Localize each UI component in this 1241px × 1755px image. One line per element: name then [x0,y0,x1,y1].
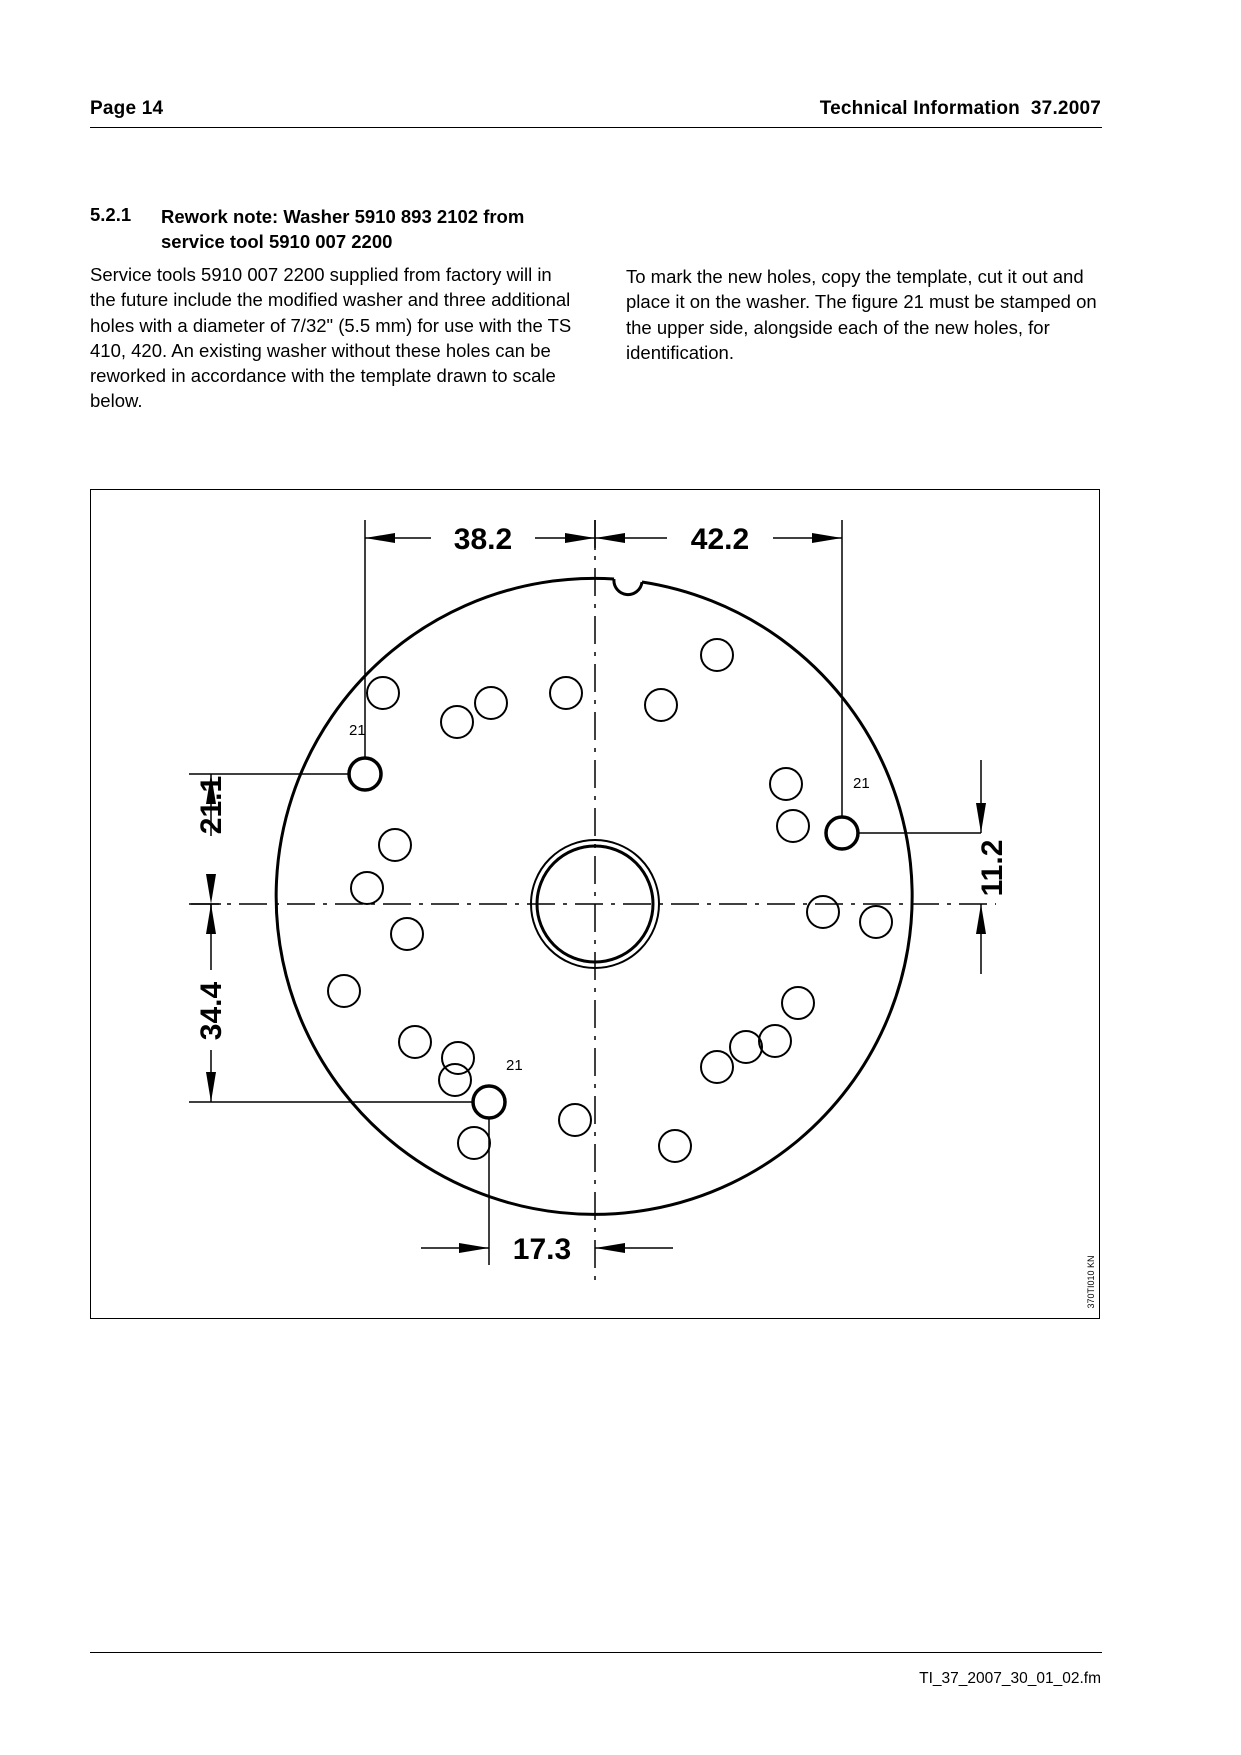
page-header-left: Page 14 [90,98,164,119]
extension-lines [189,520,981,1265]
existing-holes [327,638,893,1163]
new-hole-upper-left [347,756,383,792]
dim-21-1: 21.1 [195,776,228,834]
section-title: Rework note: Washer 5910 893 2102 from s… [161,206,525,252]
dim-34-4: 34.4 [195,981,228,1040]
section-number: 5.2.1 [90,204,132,225]
dim-11-2: 11.2 [976,840,1009,897]
header-rule [90,127,1102,128]
washer-outline [274,576,914,1216]
body-text-left: Service tools 5910 007 2200 supplied fro… [90,264,572,412]
page-header-right: Technical Information 37.2007 [819,98,1101,119]
dim-38-2: 38.2 [454,523,512,556]
washer-template-figure: 38.2 42.2 21.1 34.4 11.2 17.3 21 21 21 3… [90,489,1100,1319]
footer-filename: TI_37_2007_30_01_02.fm [919,1670,1101,1687]
dimension-arrows [206,533,986,1253]
washer-notch [612,578,644,597]
figure-id: 370TI010 KN [1086,1255,1096,1308]
dimension-lines [210,537,982,1249]
dim-17-3: 17.3 [513,1233,571,1266]
hole-label-upper-left: 21 [349,722,366,739]
footer-rule [90,1652,1102,1653]
hole-label-right: 21 [853,775,870,792]
new-hole-right [824,815,860,851]
body-text-right: To mark the new holes, copy the template… [626,266,1097,363]
dim-42-2: 42.2 [691,523,749,556]
new-hole-lower [471,1084,507,1120]
hole-label-lower: 21 [506,1057,523,1074]
washer-template-drawing: 38.2 42.2 21.1 34.4 11.2 17.3 21 21 21 3… [189,520,1096,1309]
